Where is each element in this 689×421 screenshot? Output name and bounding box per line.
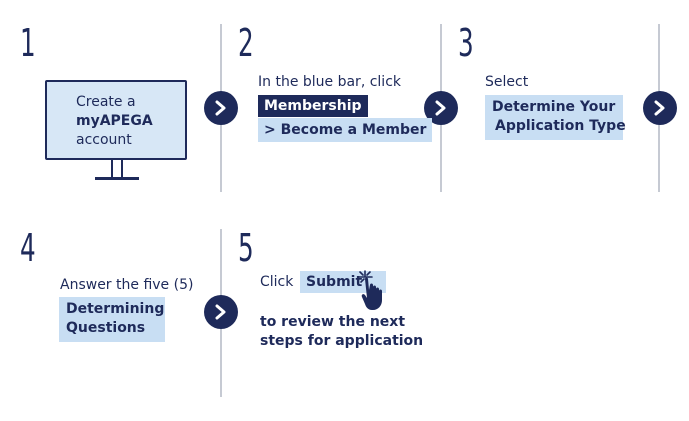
step-3-intro: Select [485, 74, 529, 90]
monitor-stand [111, 158, 123, 178]
step-2-intro: In the blue bar, click [258, 74, 401, 90]
application-type-highlight [485, 95, 623, 140]
step-number-4: 4 [20, 226, 36, 270]
application-type-line-1: Determine Your [492, 99, 616, 115]
step-number-1: 1 [20, 21, 36, 65]
application-type-line-2: Application Type [495, 118, 626, 134]
step-1-line-2: myAPEGA [76, 113, 153, 129]
determining-questions-line-2: Questions [66, 320, 146, 336]
determining-questions-highlight [59, 297, 165, 342]
monitor-base [95, 177, 139, 180]
membership-highlight: Membership [258, 95, 368, 117]
step-1-line-1: Create a [76, 94, 136, 110]
chevron-right-icon [204, 91, 238, 125]
monitor-icon [45, 80, 187, 160]
pointing-hand-icon [356, 268, 396, 316]
step-number-2: 2 [238, 21, 254, 65]
become-member-highlight: > Become a Member [258, 118, 433, 142]
step-5-outro-line-2: steps for application [260, 333, 424, 349]
chevron-right-icon [643, 91, 677, 125]
step-5-click-label: Click [260, 274, 294, 290]
determining-questions-line-1: Determining [66, 301, 165, 317]
step-4-intro: Answer the five (5) [60, 277, 194, 293]
step-5-outro-line-1: to review the next [260, 314, 406, 330]
step-number-5: 5 [238, 226, 254, 270]
step-number-3: 3 [458, 21, 474, 65]
chevron-right-icon [204, 295, 238, 329]
step-1-line-3: account [76, 132, 132, 148]
